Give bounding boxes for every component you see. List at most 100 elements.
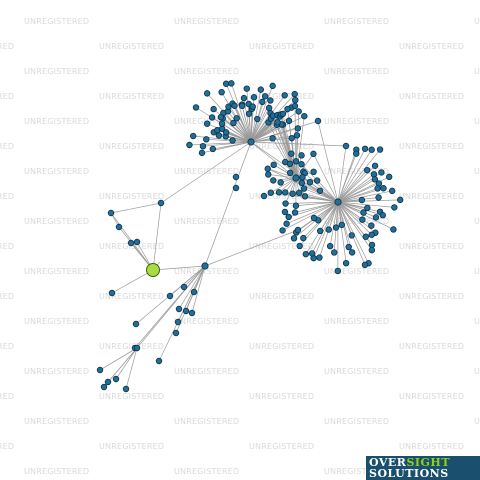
graph-edge — [250, 141, 339, 203]
watermark-text: UNREGISTERED — [474, 117, 480, 126]
hub-node — [201, 262, 209, 270]
graph-node — [232, 173, 240, 181]
graph-node — [203, 120, 211, 127]
graph-edge — [295, 155, 302, 179]
watermark-text: UNREGISTERED — [24, 17, 89, 26]
watermark-text: UNREGISTERED — [24, 67, 89, 76]
graph-edge — [125, 347, 138, 390]
graph-edge — [337, 188, 378, 203]
graph-node — [243, 85, 250, 92]
graph-edge — [267, 168, 297, 179]
graph-node — [96, 366, 104, 374]
watermark-text: UNREGISTERED — [0, 142, 14, 151]
watermark-text: UNREGISTERED — [99, 342, 164, 351]
graph-edge — [225, 135, 252, 143]
graph-node — [316, 227, 324, 235]
graph-node — [275, 189, 283, 196]
watermark-text: UNREGISTERED — [174, 67, 239, 76]
focus-node — [146, 263, 160, 277]
watermark-text: UNREGISTERED — [24, 367, 89, 376]
graph-node — [228, 80, 235, 87]
graph-edge — [294, 201, 339, 213]
graph-edge — [311, 201, 339, 254]
graph-node — [296, 242, 303, 250]
graph-node — [190, 288, 198, 296]
graph-node — [310, 214, 318, 222]
graph-edge — [220, 116, 252, 143]
watermark-text: UNREGISTERED — [174, 267, 239, 276]
graph-edge — [337, 179, 376, 203]
graph-node — [379, 212, 386, 219]
graph-node — [299, 174, 306, 181]
graph-node — [115, 223, 123, 231]
graph-edge — [250, 115, 305, 143]
graph-edge — [297, 201, 339, 231]
graph-node — [122, 385, 130, 393]
graph-node — [298, 161, 305, 168]
graph-node — [391, 204, 398, 211]
graph-node — [180, 283, 188, 291]
graph-edge — [337, 201, 372, 235]
graph-node — [301, 112, 308, 120]
logo-word-over: OVER — [369, 456, 407, 469]
graph-node — [330, 249, 338, 256]
graph-node — [288, 134, 295, 142]
graph-edge — [295, 201, 339, 207]
graph-node — [203, 136, 210, 143]
graph-edge — [337, 190, 393, 203]
graph-node — [371, 162, 379, 169]
graph-node — [265, 171, 272, 178]
graph-node — [283, 220, 290, 227]
graph-edge — [337, 201, 383, 216]
graph-node — [291, 102, 299, 110]
graph-edge — [337, 201, 353, 236]
graph-node — [182, 307, 190, 315]
graph-edge — [337, 201, 353, 253]
graph-node — [127, 239, 135, 247]
watermark-text: UNREGISTERED — [249, 392, 314, 401]
watermark-text: UNREGISTERED — [399, 92, 464, 101]
graph-node — [361, 261, 369, 269]
watermark-text: UNREGISTERED — [99, 442, 164, 451]
graph-node — [376, 146, 384, 153]
graph-node — [375, 194, 382, 201]
graph-edge — [337, 201, 363, 220]
graph-node — [286, 160, 294, 168]
graph-node — [215, 132, 223, 139]
graph-node — [298, 179, 306, 187]
graph-node — [368, 146, 375, 153]
graph-edge — [178, 265, 206, 310]
graph-edge — [204, 141, 252, 267]
graph-node — [104, 378, 112, 386]
graph-node — [188, 309, 196, 317]
watermark-text: UNREGISTERED — [0, 192, 14, 201]
graph-node — [368, 222, 375, 229]
watermark-text: UNREGISTERED — [399, 342, 464, 351]
graph-node — [316, 187, 324, 194]
watermark-text: UNREGISTERED — [399, 242, 464, 251]
graph-node — [294, 125, 302, 132]
watermark-text: UNREGISTERED — [474, 217, 480, 226]
watermark-text: UNREGISTERED — [324, 117, 389, 126]
graph-node — [338, 221, 346, 229]
graph-node — [254, 115, 261, 123]
graph-node — [301, 193, 309, 200]
graph-node — [289, 190, 296, 197]
graph-edge — [337, 174, 375, 203]
graph-edge — [241, 105, 252, 143]
watermark-text: UNREGISTERED — [474, 167, 480, 176]
graph-node — [386, 173, 393, 181]
watermark-text: UNREGISTERED — [474, 317, 480, 326]
watermark-text: UNREGISTERED — [399, 392, 464, 401]
graph-node — [306, 179, 314, 186]
graph-node — [245, 110, 253, 117]
graph-node — [233, 115, 240, 122]
graph-node — [368, 231, 375, 238]
graph-edge — [295, 111, 300, 179]
graph-edge — [313, 153, 339, 203]
watermark-text: UNREGISTERED — [174, 167, 239, 176]
graph-node — [371, 176, 379, 183]
graph-edge — [233, 122, 252, 143]
watermark-text: UNREGISTERED — [174, 17, 239, 26]
watermark-text: UNREGISTERED — [0, 292, 14, 301]
